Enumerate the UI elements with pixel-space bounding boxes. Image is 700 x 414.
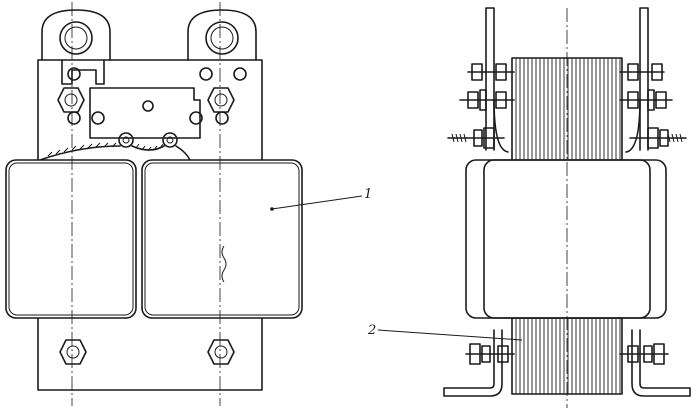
callout-1: 1 bbox=[270, 187, 372, 211]
bottom-left-hex-nut bbox=[59, 339, 87, 365]
callout-2: 2 bbox=[367, 323, 523, 341]
mounting-feet bbox=[443, 329, 691, 397]
lamination-stack-top bbox=[511, 57, 623, 163]
callout-2-label: 2 bbox=[367, 323, 376, 338]
coil-side bbox=[465, 159, 667, 319]
top-right-hex-nut bbox=[207, 87, 235, 113]
front-view: 1 bbox=[5, 2, 372, 406]
top-left-hex-nut bbox=[57, 87, 85, 113]
bolt-left-1 bbox=[467, 63, 515, 81]
lamination-stack-bottom bbox=[511, 317, 623, 395]
side-view: 2 bbox=[367, 7, 691, 408]
callout-1-label: 1 bbox=[364, 187, 372, 202]
side-bolts bbox=[447, 63, 687, 365]
bolt-right-2 bbox=[619, 89, 673, 111]
bolt-right-1 bbox=[619, 63, 665, 81]
bolt-left-3 bbox=[447, 127, 505, 149]
left-bracket-slot bbox=[61, 59, 105, 85]
right-mounting-ear bbox=[187, 9, 257, 61]
bottom-right-hex-nut bbox=[207, 339, 235, 365]
coil-break-line bbox=[221, 245, 227, 283]
left-mounting-ear bbox=[41, 9, 111, 61]
coil-right bbox=[141, 159, 303, 319]
bolt-right-3 bbox=[629, 127, 687, 149]
bolt-bottom-right bbox=[619, 343, 669, 365]
bolt-bottom-left bbox=[465, 343, 515, 365]
lead-terminals bbox=[118, 132, 178, 148]
terminal-board bbox=[89, 87, 201, 139]
coil-left bbox=[5, 159, 137, 319]
plate-holes bbox=[67, 67, 247, 125]
braided-leads bbox=[39, 142, 191, 161]
bolt-left-2 bbox=[459, 89, 515, 111]
